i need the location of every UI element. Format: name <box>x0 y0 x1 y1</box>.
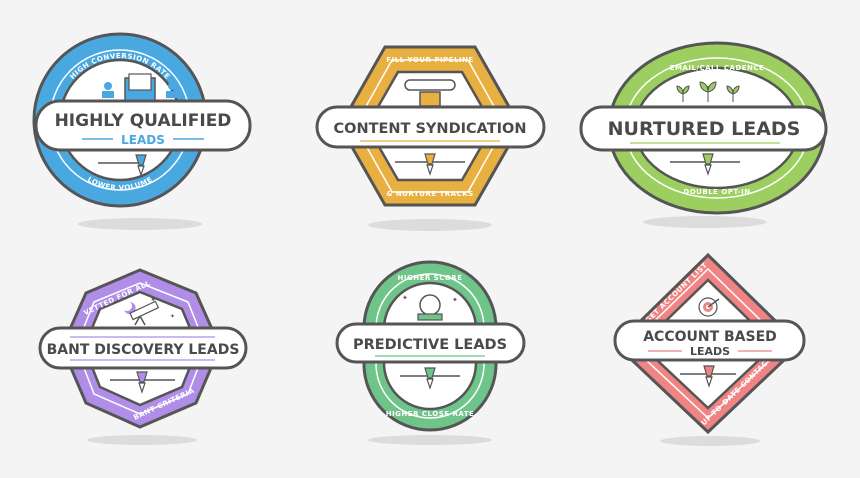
crystal-ball-icon: ✦ ✦ <box>402 294 458 321</box>
badge-subtitle: LEADS <box>121 133 165 147</box>
funnel-icon <box>98 154 147 177</box>
badge-title: NURTURED LEADS <box>608 118 801 140</box>
svg-text:✦: ✦ <box>170 313 175 320</box>
badge-subtitle: LEADS <box>690 345 730 358</box>
badge-content-syndication: FILL YOUR PIPELINE & NURTURE TRACKS CONT… <box>315 45 546 231</box>
badge-title: HIGHLY QUALIFIED <box>55 111 232 131</box>
badge-predictive-leads: HIGHER SCORE HIGHER CLOSE RATE ✦ ✦ PREDI… <box>335 260 526 445</box>
badge-bant-discovery-leads: VETTED FOR ALL BANT CRITERIA ✦ ✦ BANT DI… <box>38 268 248 445</box>
pipe-icon <box>404 79 456 107</box>
badge-title: ACCOUNT BASED <box>643 329 777 345</box>
badge-highly-qualified-leads: HIGH CONVERSION RATE LOWER VOLUME HIGHLY… <box>32 32 252 230</box>
badge-title: BANT DISCOVERY LEADS <box>47 342 240 358</box>
bottom-text: DOUBLE OPT-IN <box>683 188 750 196</box>
bottom-text: HIGHER CLOSE RATE <box>386 410 475 418</box>
top-text: EMAIL/CALL CADENCE <box>670 64 765 72</box>
badge-title: CONTENT SYNDICATION <box>334 121 527 137</box>
svg-text:✦: ✦ <box>452 296 458 304</box>
envelope-chart-people-icon <box>102 73 178 103</box>
badge-account-based-leads: TARGET ACCOUNT LIST UP-TO-DATE CONTACTS … <box>613 252 806 446</box>
funnel-icon <box>110 371 175 394</box>
target-icon <box>698 297 720 317</box>
funnel-icon <box>680 365 736 388</box>
shadow <box>78 218 202 230</box>
badge-title: PREDICTIVE LEADS <box>353 337 507 353</box>
funnel-icon <box>670 153 740 176</box>
sprouts-icon <box>676 81 740 102</box>
badge-nurtured-leads: EMAIL/CALL CADENCE DOUBLE OPT-IN NURTURE… <box>579 41 828 228</box>
telescope-icon: ✦ ✦ <box>124 295 175 326</box>
top-text: FILL YOUR PIPELINE <box>386 56 473 64</box>
top-text: HIGHER SCORE <box>398 274 463 282</box>
funnel-icon <box>400 367 460 390</box>
bottom-text: & NURTURE TRACKS <box>386 190 473 198</box>
funnel-icon <box>395 153 465 176</box>
svg-text:✦: ✦ <box>402 294 408 302</box>
svg-text:✦: ✦ <box>150 295 157 304</box>
